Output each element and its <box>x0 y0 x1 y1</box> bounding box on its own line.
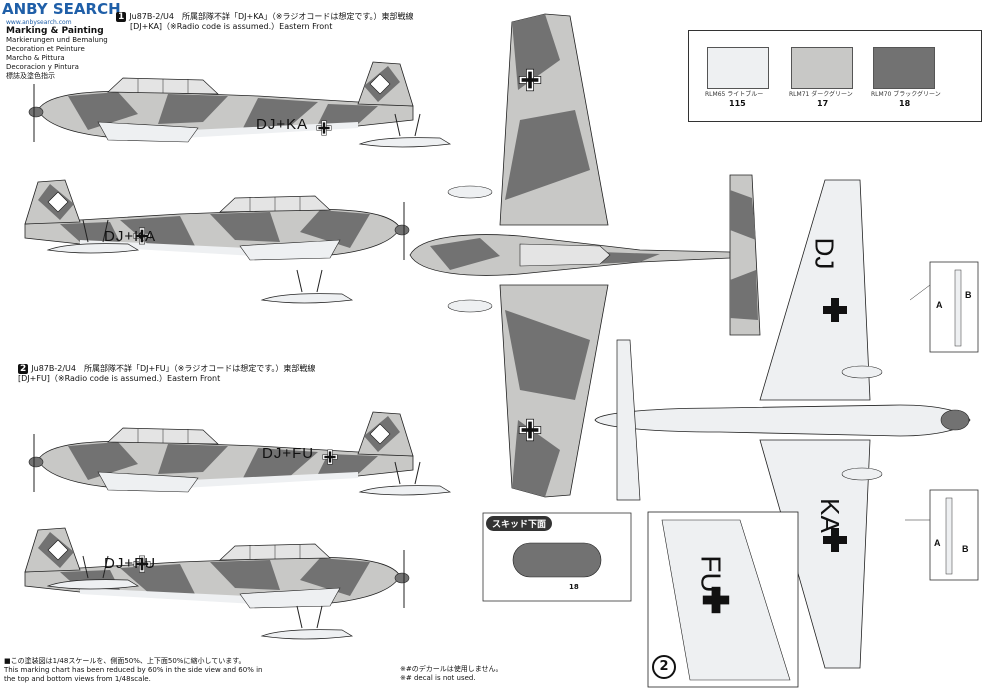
scheme1-badge: 1 <box>116 12 127 22</box>
skid-label-text: スキッド下面 <box>492 520 547 530</box>
detail-box-lower <box>929 489 979 581</box>
color-name-rlm70: RLM70 ブラックグリーン <box>871 91 941 98</box>
scheme1-ski-bottom <box>261 269 353 304</box>
skid-underside-shape <box>512 542 602 578</box>
top-view-aircraft <box>409 13 761 498</box>
title-line-1: Marking & Painting <box>6 26 104 36</box>
footnote-left-line1: ■この塗装図は1/48スケールを、側面50%、上下面50%に縮小しています。 <box>4 657 246 665</box>
scheme1-line1: Ju87B-2/U4 所属部隊不詳「DJ+KA」（※ラジオコードは想定です。）東… <box>129 12 414 21</box>
footnote-right: ※#のデカールは使用しません。 ※# decal is not used. <box>400 665 600 683</box>
detail-lower-a: A <box>934 538 941 548</box>
footnote-left: ■この塗装図は1/48スケールを、側面50%、上下面50%に縮小しています。 T… <box>4 657 324 684</box>
title-line-6: 標誌及塗色指示 <box>6 72 55 80</box>
color-chart: RLM65 ライトブルー RLM71 ダークグリーン RLM70 ブラックグリー… <box>688 30 982 122</box>
scheme2-line2: [DJ+FU]（※Radio code is assumed.）Eastern … <box>18 374 221 383</box>
color-name-rlm65: RLM65 ライトブルー <box>705 91 764 98</box>
scheme1-code-right: DJ+KA <box>256 116 309 133</box>
inset-underside <box>647 511 799 688</box>
color-name-rlm71: RLM71 ダークグリーン <box>789 91 853 98</box>
scheme2-side-right <box>28 411 414 493</box>
scheme1-line2: [DJ+KA]（※Radio code is assumed.）Eastern … <box>130 22 333 31</box>
bottom-view-aircraft <box>594 179 971 669</box>
scheme2-side-left <box>24 527 410 609</box>
color-number-rlm71: 17 <box>817 99 829 108</box>
underside-letters-right-wing: KA <box>814 498 845 533</box>
color-number-rlm70: 18 <box>899 99 911 108</box>
color-number-rlm65: 115 <box>729 99 746 108</box>
footnote-left-line3: the top and bottom views from 1/48scale. <box>4 675 151 683</box>
title-line-5: Decoracion y Pintura <box>6 63 79 71</box>
footnote-right-line1: ※#のデカールは使用しません。 <box>400 665 503 673</box>
footnote-left-line2: This marking chart has been reduced by 6… <box>4 666 263 674</box>
watermark-url: www.anbysearch.com <box>6 19 72 26</box>
detail-upper-b: B <box>965 290 972 300</box>
detail-upper-a: A <box>936 300 943 310</box>
skid-number: 18 <box>569 583 579 591</box>
detail-box-upper <box>929 261 979 353</box>
underside-letters-left-wing: DJ <box>809 237 840 270</box>
scheme1-side-right <box>28 61 414 143</box>
inset-letters: FU <box>695 555 727 593</box>
scheme2-ski-bottom <box>261 605 353 640</box>
scheme2-badge: 2 <box>18 364 29 374</box>
footnote-right-line2: ※# decal is not used. <box>400 674 476 682</box>
title-line-4: Marcho & Pittura <box>6 54 65 62</box>
watermark-text: ANBY SEARCH <box>2 0 121 18</box>
title-block: Marking & Painting Markierungen und Bema… <box>6 26 116 81</box>
watermark-logo: ANBY SEARCH <box>2 0 121 18</box>
inset-badge-number: 2 <box>659 659 669 674</box>
scheme1-side-left <box>24 179 410 261</box>
color-swatch-rlm70 <box>873 47 935 89</box>
title-line-2: Markierungen und Bemalung <box>6 36 108 44</box>
scheme2-line1: Ju87B-2/U4 所属部隊不詳「DJ+FU」（※ラジオコードは想定です。）東… <box>31 364 316 373</box>
detail-lower-b: B <box>962 544 969 554</box>
skid-label-pill: スキッド下面 <box>486 516 553 531</box>
color-swatch-rlm71 <box>791 47 853 89</box>
color-swatch-rlm65 <box>707 47 769 89</box>
inset-badge: 2 <box>652 655 676 679</box>
scheme2-code-right: DJ+FU <box>262 445 315 462</box>
scheme2-code-left: DJ+FU <box>104 555 157 572</box>
scheme1-code-left: DJ+KA <box>104 228 157 245</box>
title-line-3: Decoration et Peinture <box>6 45 85 53</box>
